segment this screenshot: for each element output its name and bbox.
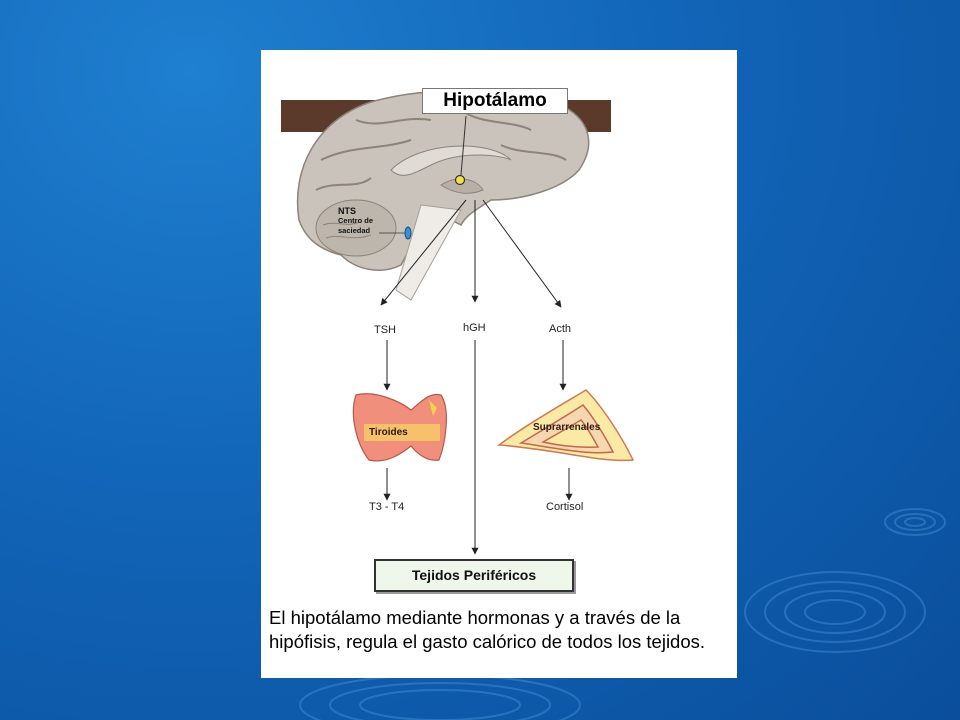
brainstem [395, 204, 462, 301]
hormone-acth: Acth [549, 323, 572, 335]
arrow-to-tsh [380, 199, 467, 306]
arrow-to-acth [482, 199, 562, 308]
output-t3-t4: T3 - T4 [369, 501, 405, 513]
nts-sublabel-2: saciedad [338, 226, 371, 235]
nts-label-group: NTS Centro de saciedad [338, 206, 373, 236]
hypothalamus-label: Hipotálamo [422, 88, 568, 114]
organ-adrenal-label: Suprarrenales [533, 422, 601, 433]
output-cortisol: Cortisol [546, 501, 584, 513]
nts-label: NTS [338, 206, 356, 216]
nts-sublabel-1: Centro de [338, 216, 374, 225]
hypothalamus-marker [454, 174, 466, 186]
hormone-tsh: TSH [374, 324, 396, 336]
nts-marker [404, 226, 412, 240]
diagram-panel: Hipotálamo NTS Centro de saciedad TSH hG… [261, 50, 737, 678]
hormone-hgh: hGH [463, 322, 486, 334]
target-tissues-box: Tejidos Periféricos [374, 559, 574, 592]
cerebellum [315, 199, 397, 257]
slide-caption: El hipotálamo mediante hormonas y a trav… [269, 607, 706, 652]
organ-thyroid-label: Tiroides [369, 427, 408, 438]
